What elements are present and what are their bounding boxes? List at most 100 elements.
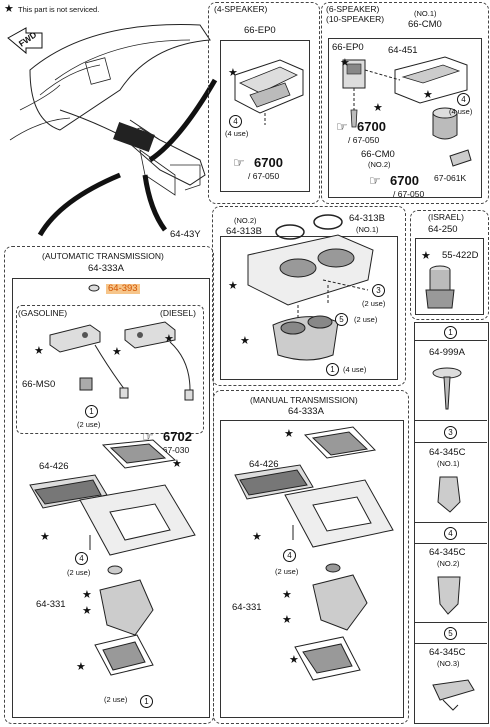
part-number: 64-313B (349, 213, 385, 224)
star-icon: ★ (289, 654, 299, 666)
star-icon: ★ (34, 345, 44, 357)
part-number: 64-331 (232, 602, 262, 613)
part-number: 64-345C (429, 647, 466, 658)
divider (414, 543, 487, 544)
section-title: (4-SPEAKER) (214, 4, 268, 14)
divider (414, 442, 487, 443)
star-icon: ★ (4, 3, 14, 15)
star-icon: ★ (240, 335, 250, 347)
section-title: (AUTOMATIC TRANSMISSION) (42, 251, 164, 261)
cup-holder-illustration (247, 214, 374, 361)
part-number: 64-331 (36, 599, 66, 610)
callout-4: 4 (283, 549, 296, 562)
part-number: 64-345C (429, 547, 466, 558)
part-number: 66-MS0 (22, 379, 56, 390)
star-icon: ★ (340, 57, 350, 69)
quantity-label: (2 use) (77, 420, 101, 429)
star-icon: ★ (421, 250, 431, 262)
part-number: 67-061K (434, 173, 467, 183)
star-icon: ★ (164, 333, 174, 345)
reference-sub: / 67-030 (158, 445, 190, 455)
section-title: (6-SPEAKER) (326, 4, 380, 14)
subsection-title: (DIESEL) (160, 308, 196, 318)
hand-icon: ☞ (233, 155, 245, 170)
console-panel-illustration (29, 439, 196, 676)
section-cup-holder (212, 206, 406, 386)
shift-switch-illustration (49, 321, 194, 401)
section-manual-transmission (213, 390, 409, 724)
subsection-engine (16, 305, 204, 434)
manual-console-illustration (234, 426, 394, 681)
star-icon: ★ (40, 531, 50, 543)
quantity-label: (4 use) (343, 365, 367, 374)
legend-callout-3: 3 (444, 426, 457, 439)
star-icon: ★ (82, 589, 92, 601)
quantity-label: (4 use) (449, 107, 473, 116)
part-number: 64-426 (249, 459, 279, 470)
part-number: 66-CM0 (408, 19, 442, 30)
part-variant: (NO.3) (437, 659, 460, 668)
star-icon: ★ (282, 614, 292, 626)
pad-illustration (449, 149, 472, 167)
part-number: 66-CM0 (361, 149, 395, 160)
part-number: 64-250 (428, 224, 458, 235)
screw-illustration (432, 367, 462, 410)
divider (414, 340, 487, 341)
quantity-label: (2 use) (275, 567, 299, 576)
section-6-10-speaker (321, 2, 489, 204)
quantity-label: (2 use) (354, 315, 378, 324)
hand-icon: ☞ (142, 429, 154, 444)
section-frame (220, 420, 404, 718)
star-icon: ★ (373, 102, 383, 114)
reference-number: 6700 (254, 155, 283, 170)
section-frame (415, 238, 484, 315)
quantity-label: (4 use) (225, 129, 249, 138)
star-icon: ★ (112, 346, 122, 358)
section-title: (ISRAEL) (428, 212, 464, 222)
part-number: 66-EP0 (244, 25, 276, 36)
section-title: (MANUAL TRANSMISSION) (250, 395, 358, 405)
callout-4: 4 (457, 93, 470, 106)
part-variant: (NO.1) (356, 225, 379, 234)
part-number: 64-333A (88, 263, 124, 274)
reference-number: 6700 (357, 119, 386, 134)
divider (414, 643, 487, 644)
star-icon: ★ (252, 531, 262, 543)
section-title: (10-SPEAKER) (326, 14, 385, 24)
vehicle-dash-illustration (7, 24, 218, 237)
section-frame (220, 40, 310, 192)
legend-callout-4: 4 (444, 527, 457, 540)
part-number: 66-EP0 (332, 42, 364, 53)
part-number: 64-313B (226, 226, 262, 237)
hand-icon: ☞ (369, 173, 381, 188)
section-4-speaker (208, 2, 320, 204)
clip-illustration (432, 679, 475, 711)
star-icon: ★ (172, 458, 182, 470)
section-israel (410, 210, 489, 320)
section-frame (220, 236, 398, 380)
reference-sub: / 67-050 (248, 171, 280, 181)
legend-callout-5: 5 (444, 627, 457, 640)
subsection-title: (GASOLINE) (18, 308, 68, 318)
part-variant: (NO.2) (437, 559, 460, 568)
divider (414, 522, 487, 523)
quantity-label: (2 use) (67, 568, 91, 577)
callout-3: 3 (372, 284, 385, 297)
part-number: 64-345C (429, 447, 466, 458)
not-serviced-note: This part is not serviced. (18, 5, 100, 14)
callout-1: 1 (140, 695, 153, 708)
reference-sub: / 67-050 (348, 135, 380, 145)
section-frame (12, 278, 210, 718)
callout-4: 4 (75, 552, 88, 565)
clip-illustration (437, 476, 461, 513)
speaker-panel-illustration (234, 59, 304, 125)
star-icon: ★ (82, 605, 92, 617)
part-number: 64-451 (388, 45, 418, 56)
speaker-switch-illustration (342, 56, 468, 140)
star-icon: ★ (228, 280, 238, 292)
callout-1: 1 (85, 405, 98, 418)
part-number: 55-422D (442, 250, 479, 261)
hand-icon: ☞ (336, 119, 348, 134)
reference-number: 6702 (163, 429, 192, 444)
